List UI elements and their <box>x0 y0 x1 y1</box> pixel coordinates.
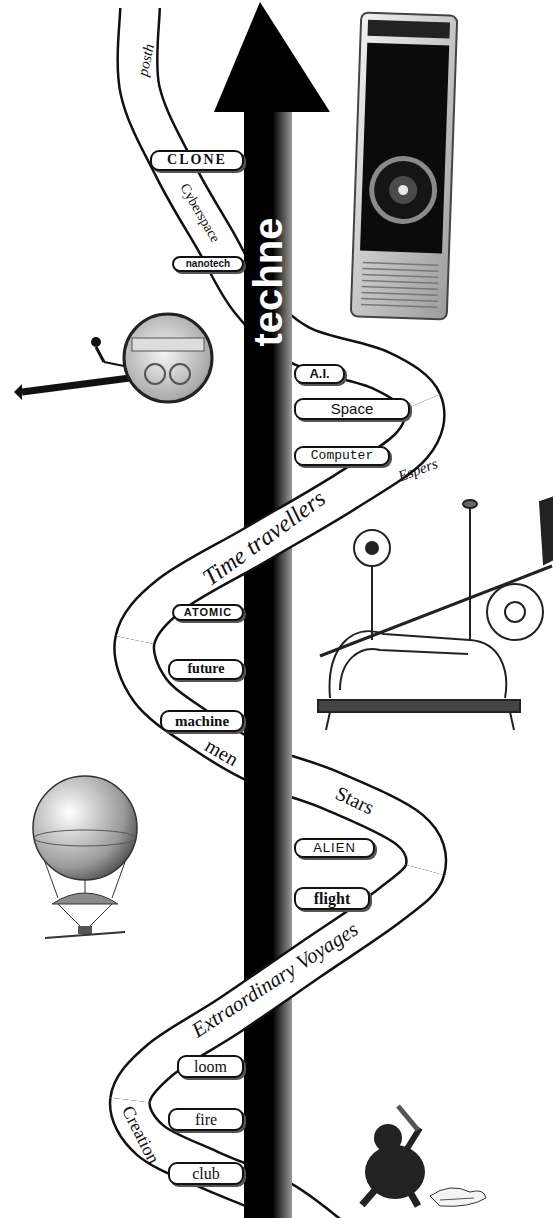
axis-label: techne <box>246 218 290 347</box>
helix-ribbon <box>130 402 425 1100</box>
helix-rung: Space <box>294 398 410 420</box>
helix-ribbon <box>130 8 427 1218</box>
helix-rung: nanotech <box>172 256 244 272</box>
rung-label: Computer <box>303 448 381 464</box>
helix-rung: future <box>168 659 244 680</box>
ape-figure <box>362 1106 486 1206</box>
helix-rung: club <box>168 1162 244 1185</box>
helix-rung: Computer <box>294 446 390 466</box>
helix-rung: loom <box>177 1055 244 1078</box>
ribbon-face <box>135 402 425 640</box>
rung-label: ALIEN <box>303 840 366 856</box>
ribbon-edge <box>135 402 425 640</box>
rung-label: ATOMIC <box>181 606 235 619</box>
helix-rung: ALIEN <box>294 838 375 858</box>
rung-label: loom <box>186 1057 235 1076</box>
ribbon-face <box>130 870 425 1100</box>
rung-label: A.I. <box>303 366 336 382</box>
helix-rung: A.I. <box>294 364 345 384</box>
hal-panel <box>351 12 458 319</box>
moon-vehicle <box>14 314 212 402</box>
rung-label: nanotech <box>181 258 235 270</box>
rung-label: machine <box>169 712 235 730</box>
time-machine <box>318 498 552 730</box>
rung-label: club <box>177 1164 235 1183</box>
rung-label: future <box>177 661 235 678</box>
rung-label: CLONE <box>159 152 235 169</box>
helix-rung: fire <box>168 1108 244 1131</box>
helix-rung: machine <box>160 710 244 732</box>
balloon <box>33 776 137 938</box>
rung-label: Space <box>303 400 401 418</box>
rung-label: flight <box>303 889 361 908</box>
helix-rung: ATOMIC <box>172 604 244 621</box>
helix-rung: CLONE <box>150 150 244 171</box>
ribbon-edge <box>130 870 425 1100</box>
helix-rung: flight <box>294 887 370 910</box>
rung-label: fire <box>177 1110 235 1129</box>
